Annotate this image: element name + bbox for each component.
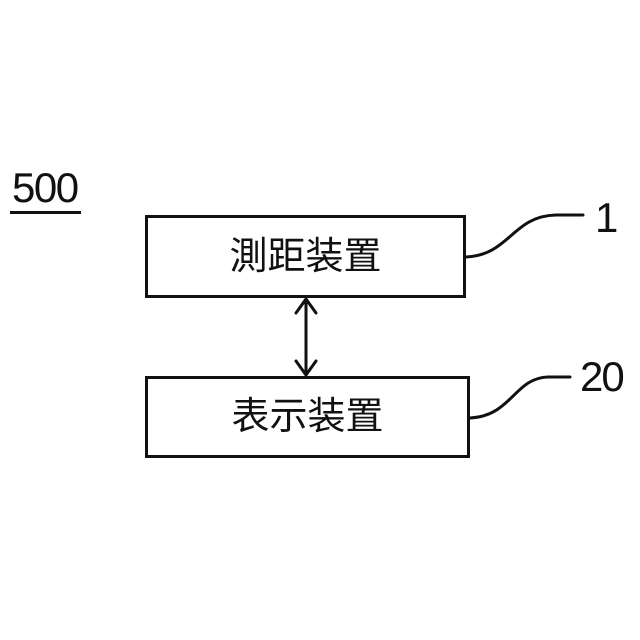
leader-line-ref-1 bbox=[464, 213, 585, 259]
block-display-device: 表示装置 bbox=[145, 376, 470, 458]
leader-line-ref-20 bbox=[468, 375, 572, 420]
block-display-device-label: 表示装置 bbox=[231, 396, 384, 438]
ref-number-1: 1 bbox=[595, 194, 618, 241]
ref-number-20: 20 bbox=[580, 353, 625, 400]
figure-number: 500 bbox=[10, 167, 81, 214]
arrowhead-up-icon bbox=[294, 297, 318, 315]
arrowhead-down-icon bbox=[294, 359, 318, 377]
block-ranging-device: 測距装置 bbox=[145, 215, 466, 298]
block-ranging-device-label: 測距装置 bbox=[229, 235, 382, 278]
